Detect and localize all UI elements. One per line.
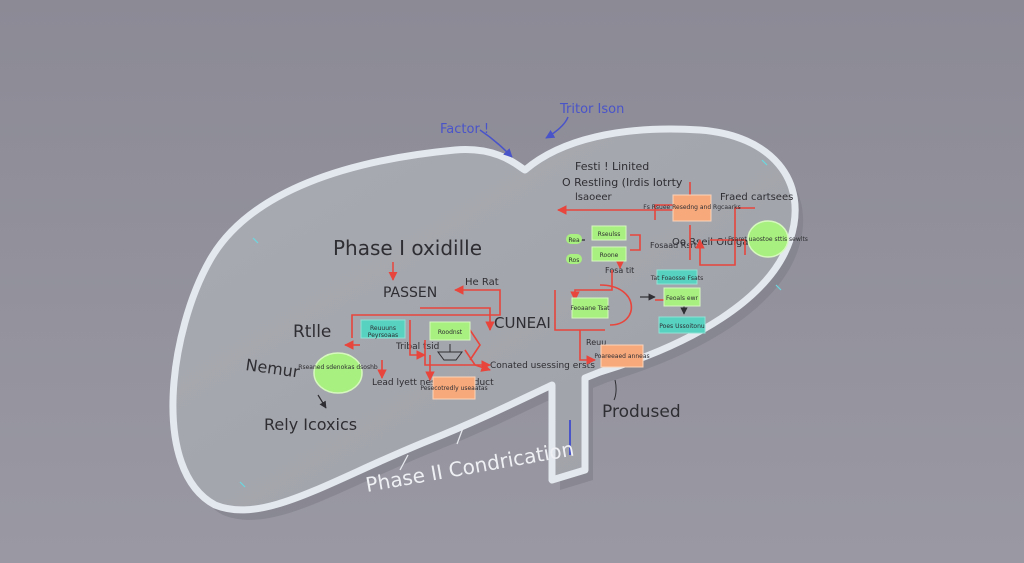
- node-orange-box-mid: Pesecotredly useaatas: [420, 376, 488, 400]
- node-green-circle-right: Fsaret uaostoe sttis sewlts: [728, 220, 808, 258]
- label-rely: Rely Icoxics: [264, 415, 357, 434]
- label-conated: Conated usessing ersts: [490, 361, 595, 371]
- label-top-note2: O Restling (Irdis Iotrty: [562, 176, 683, 189]
- liver-outline: [169, 125, 799, 514]
- node-green-tr2-label: Roone: [600, 252, 619, 259]
- node-pill-b: Ros: [566, 254, 582, 264]
- arrow-top-right: [545, 116, 569, 139]
- label-cuneai: CUNEAI: [494, 314, 551, 332]
- label-right-note2: Oo Rseil Oidigation: [672, 237, 768, 248]
- node-green-r2-label: Feoals ewr: [666, 295, 698, 302]
- left-pathway-arrows: [344, 285, 501, 381]
- label-top-left: Factor !: [440, 122, 489, 137]
- node-teal-1-label: Tat Foaosse Fsats: [650, 275, 703, 282]
- node-green-tr1-label: Rseulss: [598, 231, 621, 238]
- node-pill-a: Rea: [566, 234, 582, 244]
- node-pill-b-label: Ros: [569, 257, 580, 264]
- label-top-right: Tritor Ison: [559, 102, 624, 117]
- node-green-circle-left: Rseaned sdenokas dsoshb: [298, 352, 378, 394]
- label-prodused: Prodused: [602, 402, 681, 422]
- node-green-tr1: Rseulss: [591, 225, 627, 241]
- node-green-r2: Feoals ewr: [663, 287, 701, 307]
- node-green-c: Feoaane Tsat: [570, 297, 610, 319]
- node-orange-bottom: Poareeaed anneas: [594, 344, 650, 368]
- node-green-circle-left-label: Rseaned sdenokas dsoshb: [298, 364, 378, 371]
- node-green-tr2: Roone: [591, 246, 627, 262]
- node-green-box-mid-label: Roodnst: [438, 329, 463, 336]
- node-teal-2: Poes Ussoitonu: [658, 316, 706, 334]
- node-teal-1: Tat Foaosse Fsats: [650, 269, 703, 285]
- label-top-note3: lsaoeer: [575, 192, 613, 203]
- node-green-box-mid: Roodnst: [429, 321, 471, 341]
- rim-ticks: [239, 159, 782, 488]
- label-rtle: Rtlle: [293, 322, 331, 342]
- label-tribal: Tribal tsid: [395, 342, 439, 352]
- label-phase1: Phase I oxidille: [333, 236, 482, 260]
- node-green-circle-right-label: Fsaret uaostoe sttis sewlts: [728, 236, 808, 243]
- label-small-left: Reuu: [586, 338, 606, 347]
- label-small-rxc: Fosaad Rsrt: [650, 241, 697, 250]
- label-small-mid: Fosa tit: [605, 266, 634, 275]
- light-ticks: [399, 427, 464, 471]
- node-teal-2-label: Poes Ussoitonu: [659, 323, 705, 330]
- label-right-note: Fraed cartsees: [720, 192, 793, 203]
- flask-icon: [437, 344, 463, 361]
- label-top-note: Festi ! Linited: [575, 160, 649, 173]
- node-orange-tr-label: Fs Rsuee Resedng and Rgcaarks: [643, 204, 741, 211]
- arrow-top-left: [479, 129, 513, 158]
- node-pill-a-label: Rea: [568, 237, 580, 244]
- node-green-c-label: Feoaane Tsat: [570, 305, 610, 312]
- arrow-prodused: [613, 379, 617, 401]
- node-orange-bottom-label: Poareeaed anneas: [594, 353, 649, 360]
- label-he-rat: He Rat: [465, 277, 499, 288]
- label-passen: PASSEN: [383, 285, 437, 301]
- node-orange-box-mid-label: Pesecotredly useaatas: [420, 385, 487, 392]
- node-orange-tr: Fs Rsuee Resedng and Rgcaarks: [643, 194, 741, 222]
